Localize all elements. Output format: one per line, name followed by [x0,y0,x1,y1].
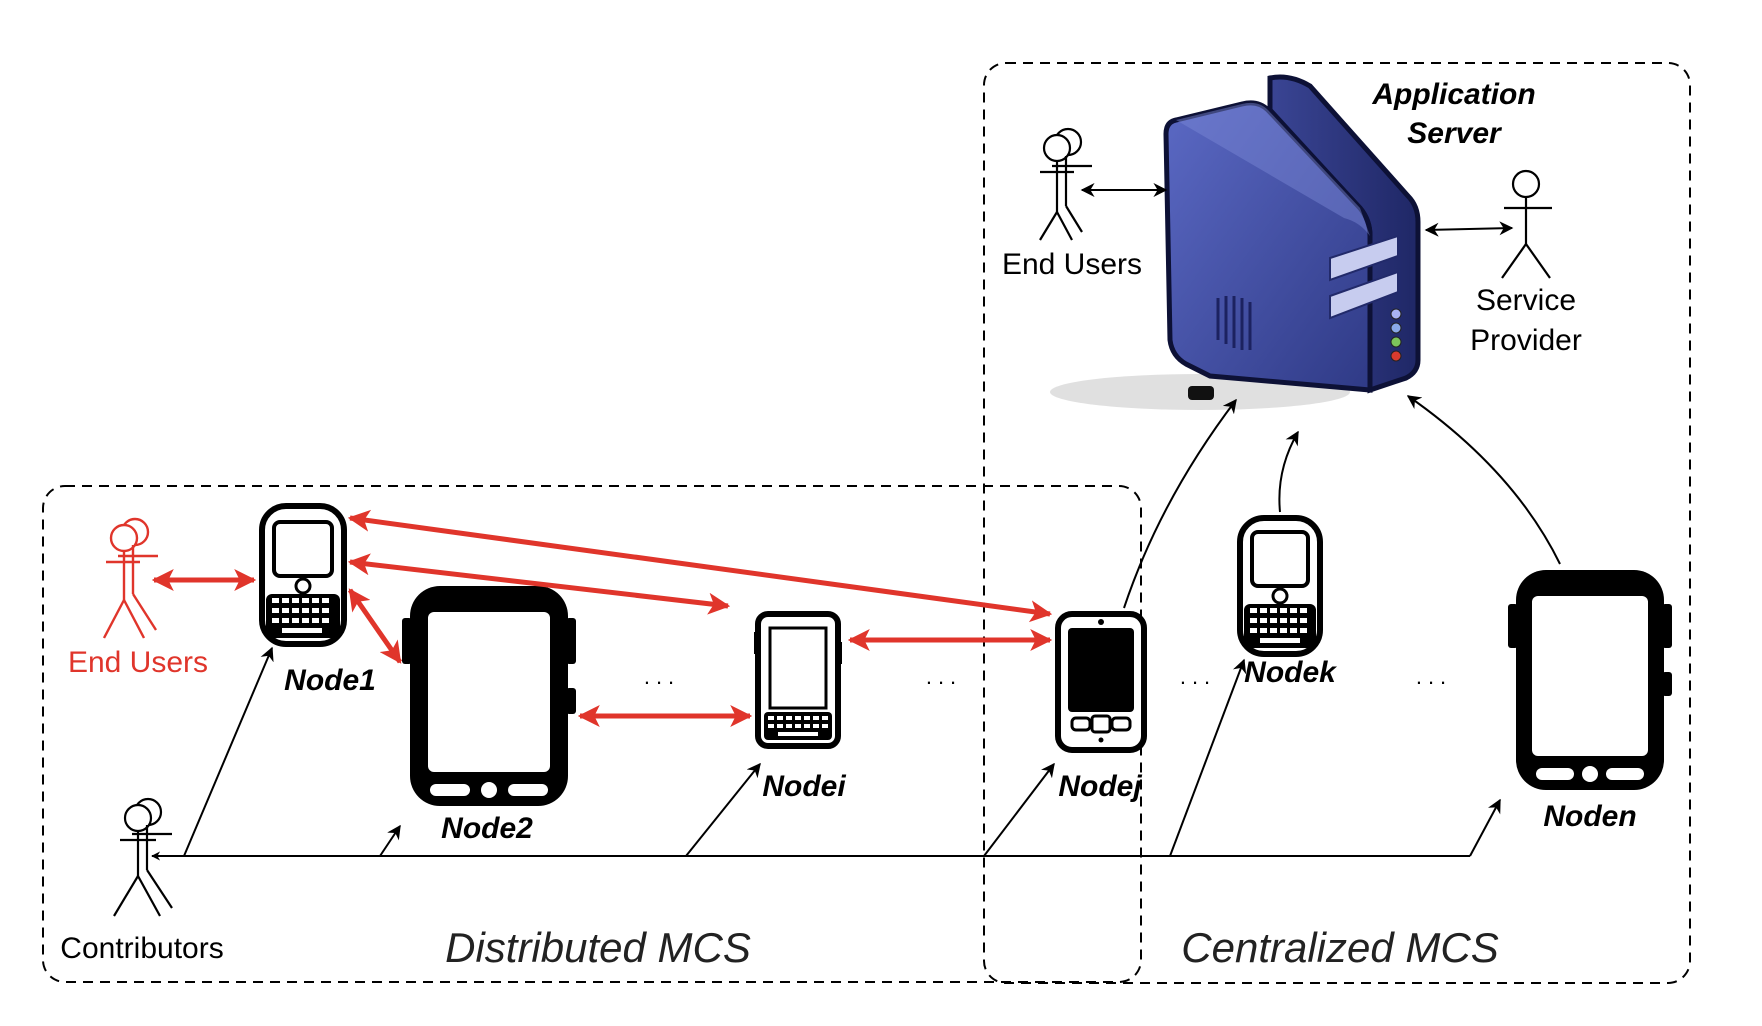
nodei-phone-icon [754,611,842,749]
nodej-label: Nodej [1058,770,1142,803]
nodej-phone-icon [1055,611,1147,753]
arrow-contrib-noden [1469,798,1501,857]
end-users-top-label: End Users [1002,248,1142,281]
node2-label: Node2 [441,812,533,845]
centralized-mcs-label: Centralized MCS [1181,924,1498,971]
end-users-top-icon [1039,127,1092,241]
server-label-line2: Server [1407,117,1503,150]
ellipsis-3: ... [1180,664,1216,689]
application-server-icon [1050,74,1421,410]
arrow-nodej-server [1123,398,1237,609]
ellipsis-1: ... [644,664,680,689]
node1-label: Node1 [284,664,376,697]
ellipsis-4: ... [1416,664,1452,689]
distributed-mcs-region [42,485,1142,983]
node1-phone-icon [259,503,347,647]
arrow-contrib-nodei [685,762,761,857]
ellipsis-2: ... [926,664,962,689]
server-label-line1: Application [1371,78,1535,111]
nodei-label: Nodei [762,770,846,803]
end-users-red-label: End Users [68,646,208,679]
noden-phone-icon [1508,570,1672,790]
distributed-mcs-label: Distributed MCS [445,924,751,971]
arrow-contrib-node2 [379,824,401,857]
contributors-icon [113,797,173,917]
arrow-server-provider [1424,221,1514,237]
node2-phone-icon [402,586,576,806]
nodek-phone-icon [1237,515,1323,657]
service-provider-label-line1: Service [1476,284,1576,317]
arrow-contrib-node1 [183,646,274,857]
arrow-noden-server [1406,395,1561,565]
arrow-contrib-nodej [983,762,1055,857]
nodek-label: Nodek [1244,656,1337,689]
end-users-red-icon [102,517,158,639]
service-provider-label-line2: Provider [1470,324,1582,357]
contributors-label: Contributors [60,932,223,965]
arrow-node1-node2 [347,588,403,664]
arrow-node1-nodei [347,553,731,615]
arrow-nodek-server [1278,430,1299,513]
arrow-contrib-nodek [1169,658,1247,857]
service-provider-icon [1501,169,1552,279]
noden-label: Noden [1543,800,1636,833]
